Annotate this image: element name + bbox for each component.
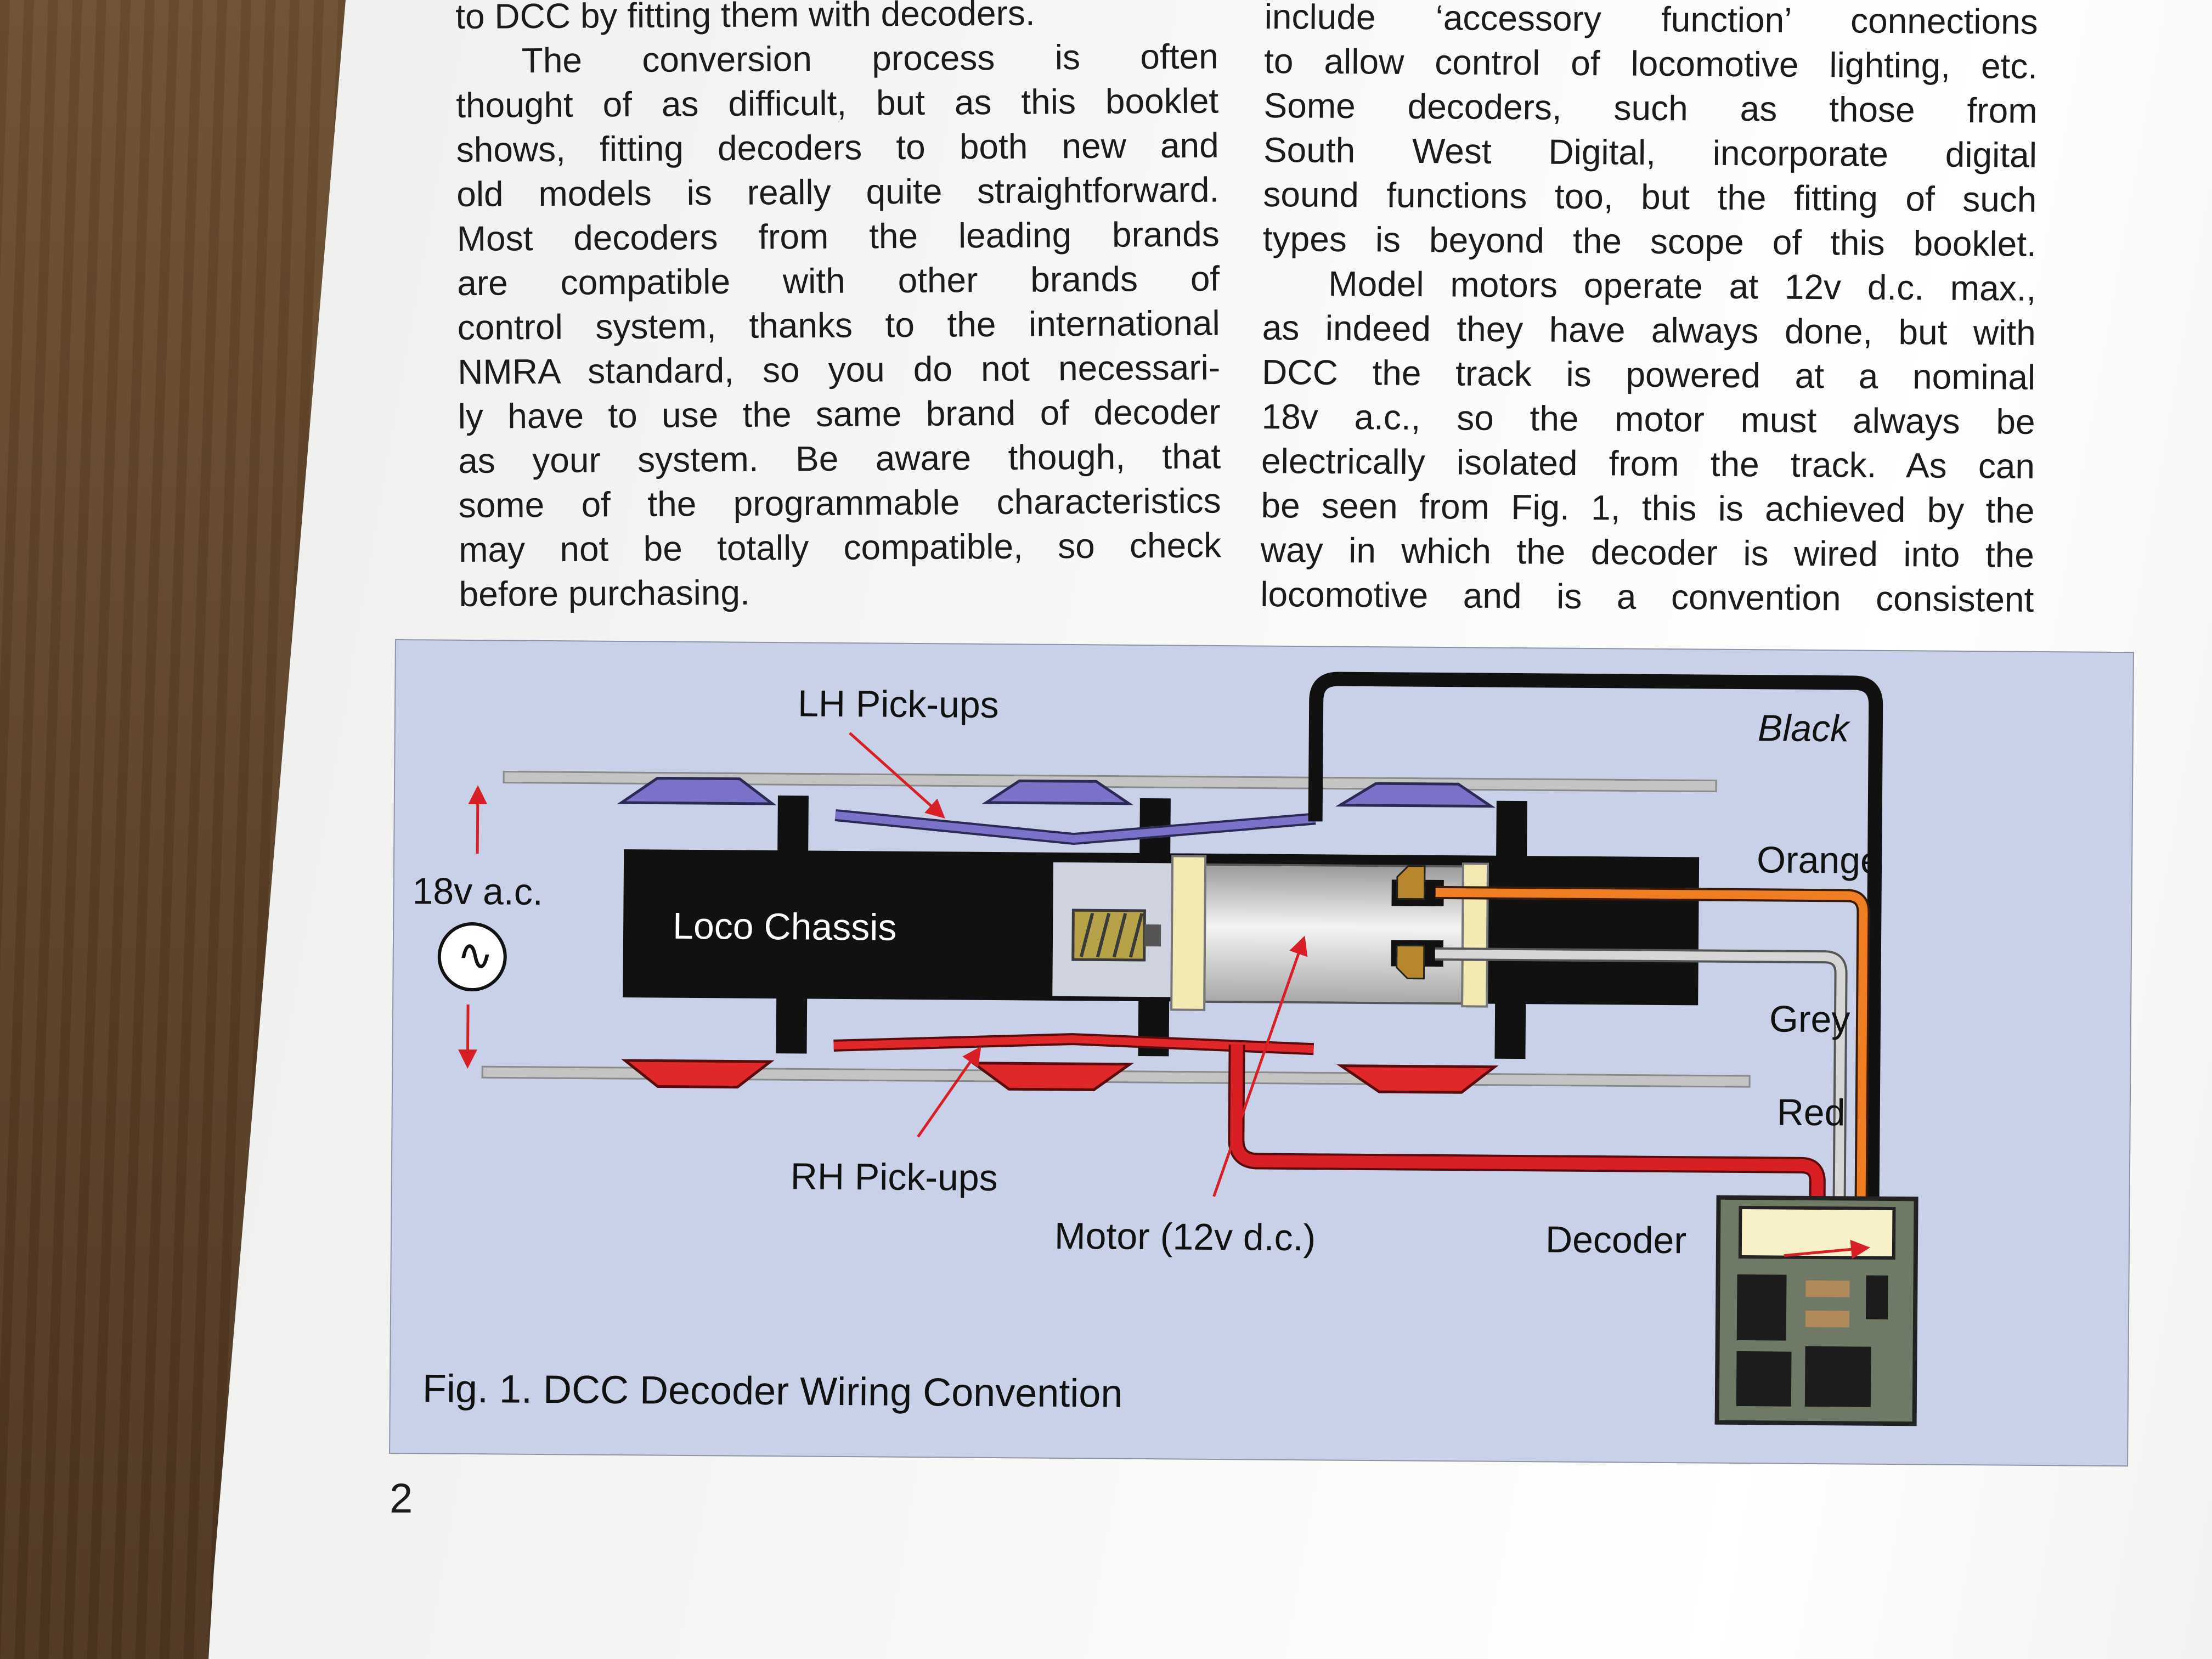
- motor-label: Motor (12v d.c.): [1054, 1215, 1316, 1259]
- motor-endcap: [1170, 855, 1207, 1011]
- text-line: locomotive and is a convention consisten…: [1260, 574, 2034, 619]
- figure-caption: Fig. 1. DCC Decoder Wiring Convention: [422, 1367, 1123, 1416]
- text-line: as indeed they have always done, but wit…: [1262, 307, 2036, 353]
- voltage-label: 18v a.c.: [412, 870, 544, 913]
- text-line: Model motors operate at 12v d.c. max.,: [1328, 263, 2036, 308]
- ac-symbol: ∿: [456, 930, 494, 980]
- voltage-arrow-up: [468, 785, 488, 854]
- text-line: be seen from Fig. 1, this is achieved by…: [1261, 485, 2035, 531]
- red-wire-label: Red: [1776, 1091, 1846, 1134]
- text-line: old models is really quite straightforwa…: [456, 170, 1220, 214]
- rh-pickup-arrow: [917, 1046, 981, 1138]
- black-wire: [1308, 672, 1883, 1204]
- grey-wire-label: Grey: [1769, 998, 1850, 1041]
- lh-wheel: [617, 777, 777, 805]
- orange-wire: [1435, 888, 1868, 1204]
- decoder-arrow: [1784, 1239, 1870, 1259]
- text-line: DCC the track is powered at a nominal: [1261, 352, 2036, 397]
- text-line: include ‘accessory function’ connections: [1264, 0, 2038, 42]
- chassis-label: Loco Chassis: [672, 905, 897, 949]
- text-line: before purchasing.: [459, 572, 751, 614]
- text-line: sound functions too, but the fitting of …: [1263, 174, 2037, 219]
- rh-wheel: [621, 1059, 775, 1089]
- text-line: Some decoders, such as those from: [1263, 85, 2038, 131]
- rh-pickups-label: RH Pick-ups: [790, 1155, 998, 1199]
- motor-endcap: [1461, 862, 1489, 1008]
- text-line: shows, fitting decoders to both new and: [456, 125, 1219, 170]
- text-line: The conversion process is often: [521, 36, 1218, 81]
- rh-wheel: [969, 1062, 1135, 1091]
- lh-pickups-label: LH Pick-ups: [797, 682, 999, 726]
- text-line: ly have to use the same brand of decoder: [458, 392, 1221, 436]
- black-wire-label: Black: [1757, 707, 1849, 750]
- text-line: may not be totally compatible, so check: [458, 525, 1222, 569]
- text-line: way in which the decoder is wired into t…: [1260, 529, 2035, 575]
- text-line: to allow control of locomotive lighting,…: [1263, 41, 2038, 86]
- text-line: Most decoders from the leading brands: [456, 214, 1220, 258]
- decoder-connector: [1738, 1205, 1896, 1260]
- lh-pickup-arrow: [849, 732, 945, 819]
- text-line: thought of as difficult, but as this boo…: [456, 81, 1219, 125]
- text-line: some of the programmable characteristics: [458, 481, 1221, 525]
- orange-wire-label: Orange: [1756, 839, 1882, 882]
- decoder-label: Decoder: [1545, 1218, 1687, 1262]
- text-line: 18v a.c., so the motor must always be: [1261, 396, 2035, 442]
- rh-wheel: [1336, 1064, 1499, 1094]
- text-line: electrically isolated from the track. As…: [1261, 441, 2035, 486]
- text-line: control system, thanks to the internatio…: [457, 303, 1220, 347]
- right-text-column: include ‘accessory function’ connections…: [1260, 0, 2038, 622]
- lh-wheel: [981, 779, 1134, 805]
- red-wire: [1230, 1045, 1824, 1204]
- grey-wire: [1435, 949, 1846, 1204]
- page-number: 2: [390, 1475, 413, 1522]
- text-line: as your system. Be aware though, that: [458, 436, 1221, 481]
- text-line: to DCC by fitting them with decoders.: [455, 0, 1035, 36]
- text-line: South West Digital, incorporate digital: [1263, 129, 2038, 175]
- wiring-diagram-svg: [389, 639, 2134, 1467]
- text-line: types is beyond the scope of this bookle…: [1262, 218, 2037, 264]
- ac-source-icon: [437, 922, 507, 992]
- motor-arrow: [1212, 935, 1308, 1197]
- text-line: NMRA standard, so you do not necessari-: [457, 347, 1221, 392]
- left-text-column: to DCC by fitting them with decoders. Th…: [455, 0, 1222, 617]
- lh-pickup-strip: [834, 811, 1316, 843]
- voltage-arrow-down: [458, 1004, 478, 1069]
- text-line: are compatible with other brands of: [456, 258, 1220, 303]
- lh-wheel: [1335, 782, 1496, 808]
- wiring-diagram-figure: LH Pick-ups RH Pick-ups 18v a.c. ∿ Loco …: [389, 639, 2134, 1467]
